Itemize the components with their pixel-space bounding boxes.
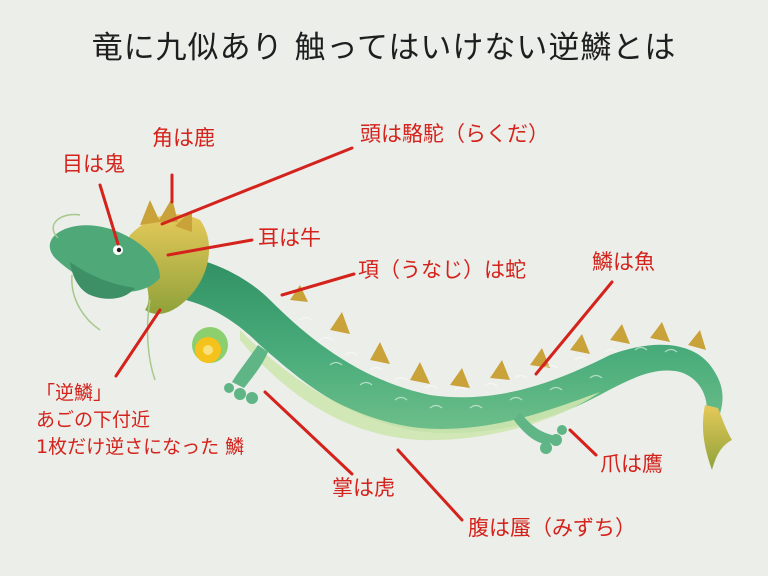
scale-pattern <box>299 316 678 409</box>
front-claw <box>224 345 268 404</box>
dragon-belly <box>240 330 600 441</box>
label-tsuno: 角は鹿 <box>152 126 215 150</box>
whisker <box>52 213 81 239</box>
pointer-me <box>98 183 120 246</box>
rear-claw <box>514 412 567 454</box>
pointer-gekirin <box>114 308 162 378</box>
label-unaji: 項（うなじ）は蛇 <box>358 258 526 282</box>
pointer-uroko <box>534 280 614 376</box>
label-me: 目は鬼 <box>62 152 125 176</box>
gekirin-note-line1: 「逆鱗」 <box>36 382 113 404</box>
pointer-atama <box>160 146 354 226</box>
pointer-te <box>263 390 354 476</box>
pointer-tsume <box>568 428 598 457</box>
pointer-unaji <box>280 272 356 297</box>
dragon-body <box>150 254 723 434</box>
dorsal-spikes <box>290 285 706 388</box>
dragon-jaw <box>70 262 135 299</box>
label-hara: 腹は蜃（みずち） <box>468 516 636 540</box>
pointer-lines <box>98 146 614 522</box>
dragon-mane <box>128 214 210 314</box>
pointer-mimi <box>166 238 254 257</box>
label-uroko: 鱗は魚 <box>592 250 655 274</box>
gekirin-note: 「逆鱗」 あごの下付近 1枚だけ逆さになった 鱗 <box>36 380 244 461</box>
flower-pearl <box>192 327 228 363</box>
label-atama: 頭は駱駝（らくだ） <box>360 122 549 146</box>
gekirin-note-line3: 1枚だけ逆さになった 鱗 <box>36 436 245 458</box>
pointer-hara <box>396 448 464 522</box>
tail-tuft <box>702 405 732 470</box>
gekirin-note-line2: あごの下付近 <box>36 409 151 431</box>
label-tsume: 爪は鷹 <box>600 452 663 476</box>
page-title: 竜に九似あり 触ってはいけない逆鱗とは <box>91 30 677 66</box>
label-mimi: 耳は牛 <box>258 226 321 250</box>
label-te: 掌は虎 <box>332 476 395 500</box>
horn-spikes <box>140 198 192 232</box>
